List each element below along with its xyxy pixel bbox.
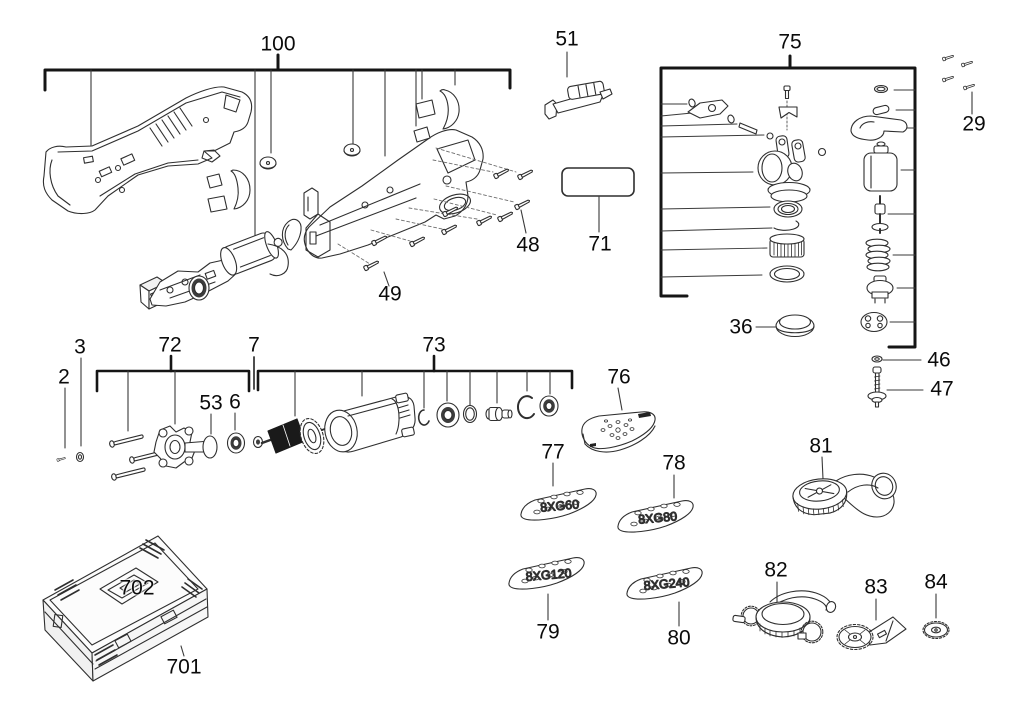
callout-84: 84 [924,570,948,594]
parts-46-47-drawing [867,355,887,408]
callout-81: 81 [809,434,833,458]
bracket-72 [95,354,251,432]
callout-75: 75 [778,30,802,54]
callout-72: 72 [158,333,182,357]
group-72-parts-drawing [108,425,264,482]
callout-83: 83 [864,575,888,599]
callout-48: 48 [516,233,540,257]
callout-702: 702 [119,576,155,600]
callout-82: 82 [764,558,788,582]
bearing-part [773,200,803,218]
callout-78: 78 [662,451,686,475]
bracket-100 [43,53,512,237]
callout-2: 2 [58,365,70,389]
cap-part [866,275,894,304]
o-ring-73-drawing [462,404,478,424]
callout-46: 46 [927,348,951,372]
callout-3: 3 [74,335,86,359]
motor-gear-assembly-drawing [139,218,302,310]
cushion-parts-drawing [206,89,460,213]
callout-53: 53 [199,391,223,415]
pinion-drawing [485,406,513,422]
c-washer-drawing [417,409,430,426]
spindle-cylinder-part [863,141,898,192]
seal-ring-part [769,265,805,283]
callout-7: 7 [248,333,260,357]
carrying-case-drawing [42,535,209,682]
callout-80: 80 [667,626,691,650]
callout-47: 47 [930,377,954,401]
callout-701: 701 [166,655,202,679]
spindle-head-casting [757,135,811,203]
c-clip-drawing [516,395,535,420]
right-housing-half-drawing [303,129,484,259]
group-73-motor-unit-drawing [260,392,559,455]
bearing-6-drawing [226,432,246,454]
left-housing-half-drawing [42,86,253,215]
small-bearing-drawing [539,395,559,417]
callout-100: 100 [260,32,296,56]
part-71-label-plate [561,167,635,197]
pad-76-hole-pattern [600,418,635,440]
dust-adapter-81-drawing [792,472,897,518]
o-ring-53-drawing [202,435,218,459]
part-51-slide-drawing [544,80,613,120]
head-assembly-right-column [850,84,908,333]
scraper-83-drawing [836,616,907,651]
washer-7-drawing [252,435,264,449]
callout-51: 51 [555,27,579,51]
needle-cage-part [769,233,805,258]
ball-bearing-drawing [436,402,460,428]
screws-29-drawing [941,53,976,91]
sanding-sheet-77-grit-text: 8XG60 [540,497,580,514]
callout-79: 79 [536,620,560,644]
parts-2-3-drawing [56,451,85,463]
clamp-ring-82-drawing [732,590,837,644]
screw-pair-part [860,311,888,333]
callout-71: 71 [588,232,612,256]
callout-29: 29 [962,112,986,136]
callout-73: 73 [422,333,446,357]
sanding-sheet-79-grit-text: 8XG120 [525,566,572,584]
callout-6: 6 [229,390,241,414]
callout-76: 76 [607,365,631,389]
backing-pad-76-drawing [581,411,656,453]
callout-77: 77 [541,440,565,464]
callout-49: 49 [378,282,402,306]
bracket-73 [256,354,574,417]
washer-84-drawing [922,620,950,640]
button-slug-left [259,156,277,170]
part-36-ring [775,314,815,338]
sanding-sheet-80-grit-text: 8XG240 [643,575,690,593]
button-slug-right [343,143,361,157]
screw-cluster-48-49 [337,147,535,272]
assembly-75-box [659,54,917,349]
head-assembly-center-column [757,85,811,283]
sanding-sheet-78-grit-text: 8XG80 [638,509,678,526]
push-pin-part [871,195,889,234]
callout-36: 36 [729,315,753,339]
head-assembly-left-cluster [687,98,827,157]
fan-gear-drawing [299,417,325,455]
spring-part [865,238,891,272]
